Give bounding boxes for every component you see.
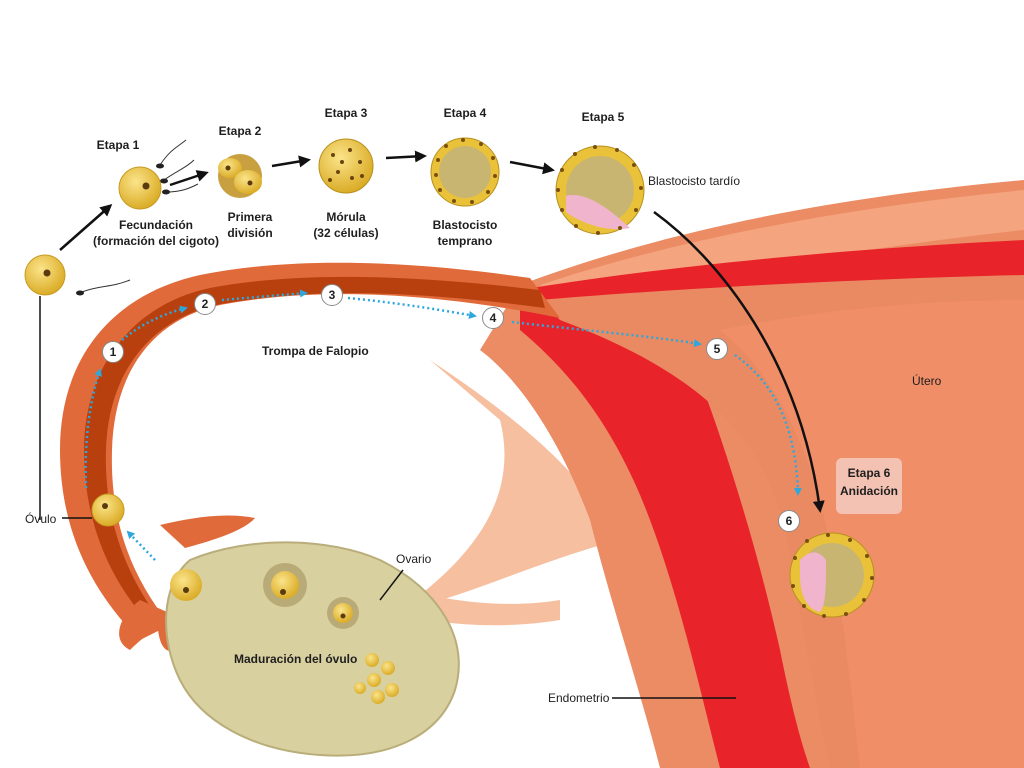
- stage1-caption-line2: (formación del cigoto): [93, 234, 219, 248]
- ovum-label: Óvulo: [25, 512, 57, 526]
- stage2-caption-line1: Primera: [227, 210, 273, 224]
- path-step-6: 6: [778, 510, 800, 532]
- stage3-caption-line2: (32 células): [313, 226, 379, 240]
- stage5-caption: Blastocisto tardío: [648, 174, 741, 188]
- myometrium: [720, 300, 1024, 768]
- endometrium-label: Endometrio: [548, 691, 610, 705]
- stage3-title: Etapa 3: [324, 106, 368, 120]
- stage6-badge: [836, 458, 902, 514]
- stage3-caption-line1: Mórula: [326, 210, 366, 224]
- path-step-2: 2: [194, 293, 216, 315]
- endometrium-layer: [520, 240, 1024, 768]
- ovary-label: Ovario: [396, 552, 432, 566]
- ovary: [165, 541, 460, 757]
- stage2-caption-line2: división: [227, 226, 273, 240]
- stage6-title: Etapa 6: [847, 466, 891, 480]
- stage1-title: Etapa 1: [96, 138, 140, 152]
- stage4-title: Etapa 4: [443, 106, 487, 120]
- path-step-1: 1: [102, 341, 124, 363]
- uterus-label: Útero: [912, 374, 942, 388]
- fallopian-tube-label: Trompa de Falopio: [262, 344, 369, 358]
- stage1-caption-line1: Fecundación: [118, 218, 194, 232]
- broad-ligament: [400, 360, 620, 610]
- fallopian-tube-lumen: [84, 276, 545, 625]
- path-step-3: 3: [321, 284, 343, 306]
- path-step-4: 4: [482, 307, 504, 329]
- ovum-cell: [91, 493, 125, 527]
- stage5-title: Etapa 5: [581, 110, 625, 124]
- path-step-5: 5: [706, 338, 728, 360]
- maturation-label: Maduración del óvulo: [234, 652, 358, 666]
- stage6-caption: Anidación: [839, 484, 899, 498]
- stage2-title: Etapa 2: [218, 124, 262, 138]
- stage4-caption-line2: temprano: [437, 234, 493, 248]
- stage4-caption-line1: Blastocisto: [432, 218, 498, 232]
